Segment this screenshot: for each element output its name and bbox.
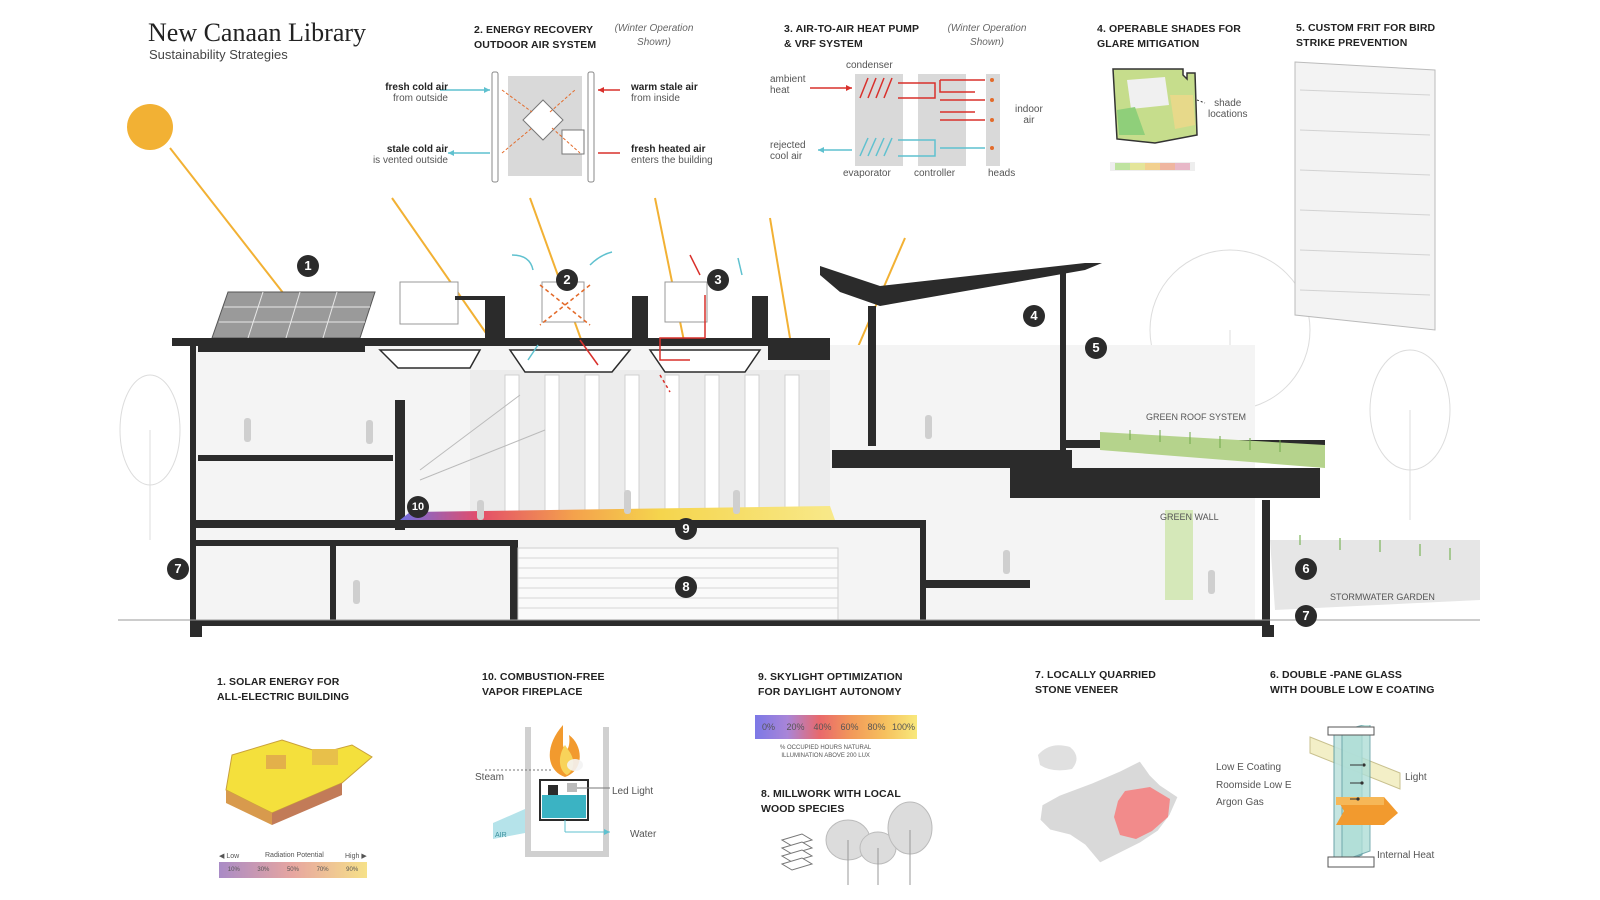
- green-roof-label: GREEN ROOF SYSTEM: [1146, 412, 1247, 422]
- daylight-scale-step: 100%: [891, 722, 916, 732]
- steam-label: Steam: [475, 772, 504, 783]
- sun-icon: [127, 104, 173, 150]
- frit-panel: [1294, 61, 1436, 331]
- fresh-heated-air-sub: enters the building: [631, 155, 713, 166]
- light-label: Light: [1405, 772, 1427, 783]
- stone-caption: 7. LOCALLY QUARRIED STONE VENEER: [1035, 669, 1156, 696]
- solar-caption: 1. SOLAR ENERGY FOR ALL-ELECTRIC BUILDIN…: [217, 676, 350, 703]
- roof-structure: [172, 263, 1325, 637]
- solar-scale-step: 90%: [346, 867, 359, 873]
- evaporator-label: evaporator: [843, 168, 891, 179]
- marker-7-right: 7: [1295, 605, 1317, 627]
- frit-caption: 5. CUSTOM FRIT FOR BIRD STRIKE PREVENTIO…: [1296, 22, 1436, 49]
- stormwater-plants: [1299, 535, 1451, 560]
- double-pane-glass-diagram: [1309, 725, 1401, 868]
- energy-recovery-caption: 2. ENERGY RECOVERY OUTDOOR AIR SYSTEM: [474, 24, 597, 51]
- marker-8: 8: [675, 576, 697, 598]
- fireplace-caption: 10. COMBUSTION-FREE VAPOR FIREPLACE: [482, 671, 605, 698]
- daylight-legend-note: % OCCUPIED HOURS NATURAL ILLUMINATION AB…: [780, 745, 872, 759]
- roomside-low-e-label: Roomside Low E: [1216, 780, 1292, 791]
- green-roof-plants: [1129, 430, 1281, 452]
- heat-pump-diagram: [810, 74, 1000, 166]
- glass-caption: 6. DOUBLE -PANE GLASS WITH DOUBLE LOW E …: [1270, 669, 1435, 696]
- green-roof-icon: [1100, 432, 1325, 468]
- rejected-cool-air-label: rejected cool air: [770, 140, 806, 162]
- solar-scale-step: 30%: [257, 867, 270, 873]
- millwork-caption: 8. MILLWORK WITH LOCAL WOOD SPECIES: [761, 788, 901, 815]
- heat-pump-note: (Winter Operation Shown): [947, 23, 1027, 48]
- frit-pattern: [1299, 89, 1431, 296]
- daylight-scale-step: 20%: [786, 722, 805, 732]
- stormwater-garden-label: STORMWATER GARDEN: [1330, 592, 1435, 602]
- fresh-cold-air-label: fresh cold air: [385, 82, 448, 93]
- stale-cold-air-label: stale cold air: [386, 144, 448, 155]
- argon-gas-label: Argon Gas: [1216, 797, 1264, 808]
- solar-high-label: High ▶: [345, 853, 367, 860]
- green-wall-icon: [1165, 510, 1193, 600]
- led-light-label: Led Light: [612, 786, 654, 797]
- page-subtitle: Sustainability Strategies: [149, 47, 288, 62]
- fresh-cold-air-sub: from outside: [392, 93, 448, 104]
- daylight-scale-step: 80%: [867, 722, 886, 732]
- shades-caption: 4. OPERABLE SHADES FOR GLARE MITIGATION: [1097, 23, 1241, 50]
- energy-recovery-note: (Winter Operation Shown): [614, 23, 694, 48]
- marker-6: 6: [1295, 558, 1317, 580]
- daylight-scale-step: 0%: [761, 722, 775, 732]
- fresh-heated-air-label: fresh heated air: [631, 144, 706, 155]
- stair: [419, 394, 546, 481]
- solar-scale-step: 10%: [227, 867, 240, 873]
- millwork-trees-diagram: [780, 801, 933, 885]
- marker-5: 5: [1085, 337, 1107, 359]
- ambient-heat-label: ambient heat: [770, 74, 806, 96]
- people-silhouettes: [244, 415, 1215, 604]
- heat-pump-caption: 3. AIR-TO-AIR HEAT PUMP & VRF SYSTEM: [784, 23, 920, 50]
- warm-stale-air-label: warm stale air: [631, 82, 698, 93]
- indoor-air-label: indoor air: [1015, 104, 1043, 126]
- internal-heat-label: Internal Heat: [1377, 850, 1435, 861]
- fireplace-diagram: [485, 725, 610, 857]
- solar-panels: [211, 291, 376, 339]
- condenser-label: condenser: [846, 60, 893, 71]
- stale-cold-air-sub: is vented outside: [372, 155, 448, 166]
- shade-locations-label: shade locations: [1208, 98, 1248, 120]
- controller-label: controller: [914, 168, 956, 179]
- marker-2: 2: [556, 269, 578, 291]
- marker-9: 9: [675, 518, 697, 540]
- air-label: AIR: [495, 832, 507, 839]
- marker-10: 10: [407, 496, 429, 518]
- stormwater-garden: [1270, 540, 1480, 610]
- solar-scale-step: 70%: [316, 867, 329, 873]
- skylight-wells: [378, 349, 762, 373]
- marker-1: 1: [297, 255, 319, 277]
- low-e-coating-label: Low E Coating: [1216, 762, 1282, 773]
- glare-map-diagram: [1110, 68, 1206, 171]
- skylight-caption: 9. SKYLIGHT OPTIMIZATION FOR DAYLIGHT AU…: [758, 671, 903, 698]
- solar-scale-step: 50%: [286, 867, 299, 873]
- solar-radiation-model: [225, 739, 373, 825]
- solar-radiation-label: Radiation Potential: [265, 852, 324, 859]
- page-title: New Canaan Library: [148, 18, 367, 47]
- stone-quarry-map: [1038, 745, 1179, 864]
- green-wall-label: GREEN WALL: [1160, 512, 1219, 522]
- roof-airflow: [511, 251, 743, 393]
- warm-stale-air-sub: from inside: [631, 93, 680, 104]
- daylight-scale-step: 40%: [813, 722, 832, 732]
- marker-7-left: 7: [167, 558, 189, 580]
- heads-label: heads: [988, 168, 1016, 179]
- daylight-scale: 0% 20% 40% 60% 80% 100%: [755, 715, 917, 739]
- solar-scale: 10% 30% 50% 70% 90%: [219, 862, 367, 878]
- daylight-scale-step: 60%: [840, 722, 859, 732]
- energy-recovery-diagram: [440, 71, 620, 183]
- marker-3: 3: [707, 269, 729, 291]
- water-label: Water: [630, 829, 657, 840]
- solar-low-label: ◀ Low: [219, 853, 240, 860]
- marker-4: 4: [1023, 305, 1045, 327]
